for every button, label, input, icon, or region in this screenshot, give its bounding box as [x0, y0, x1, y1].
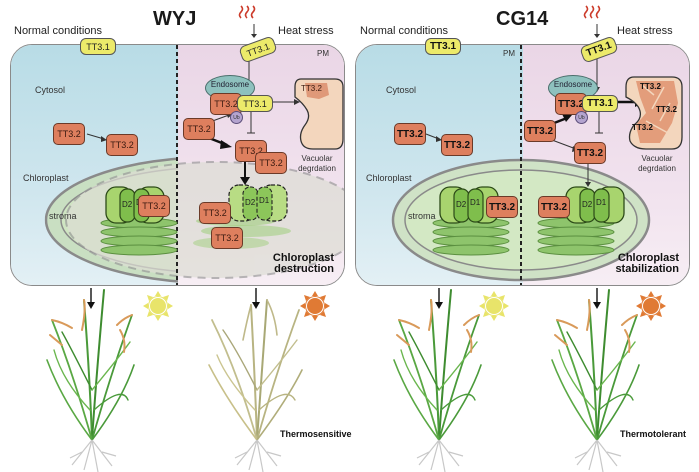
stroma-label: stroma	[49, 211, 77, 221]
tt32-protein: TT3.2	[441, 134, 473, 156]
sun-icon-normal	[143, 291, 173, 321]
chloroplast-outcome-label: Chloroplast destruction	[273, 253, 334, 275]
cytosol-label: Cytosol	[35, 85, 66, 95]
pm-label: PM	[503, 49, 515, 58]
tt32-protein: TT3.2	[394, 123, 426, 145]
tt32-protein: TT3.2	[106, 134, 138, 156]
sun-icon-heat	[636, 291, 666, 321]
rice-plant-healthy	[393, 289, 482, 472]
photosystem-complex	[565, 186, 625, 224]
pm-label: PM	[317, 49, 329, 58]
ubiquitin-icon: Ub	[230, 111, 243, 124]
panel-title-cg14: CG14	[496, 8, 549, 30]
vacuolar-line1: Vacuolar	[301, 154, 333, 163]
thylakoid-stack	[432, 217, 510, 256]
d2-label: D2	[456, 200, 467, 209]
vacuolar-line2: degrdation	[638, 164, 676, 173]
stroma-label: stroma	[408, 211, 436, 221]
normal-conditions-label: Normal conditions	[14, 25, 103, 37]
heat-waves-icon	[583, 5, 601, 19]
tt32-protein: TT3.2	[574, 142, 606, 164]
tt32-protein: TT3.2	[53, 123, 85, 145]
heat-waves-icon	[238, 5, 256, 19]
outcome-line2: stabilization	[615, 263, 679, 275]
thylakoid-stack	[537, 217, 615, 256]
photosystem-complex-damaged	[228, 184, 288, 222]
arrow-icon	[86, 133, 107, 142]
vacuole-tt32-label: TT3.2	[301, 84, 322, 93]
tt31-protein-pm: TT3.1	[425, 38, 461, 55]
heat-stress-label: Heat stress	[278, 25, 334, 37]
chloroplast-label: Chloroplast	[23, 173, 69, 183]
vacuole-tt32-label: TT3.2	[656, 105, 677, 114]
tt32-protein: TT3.2	[255, 152, 287, 174]
vacuolar-line1: Vacuolar	[641, 154, 673, 163]
outcome-line1: Chloroplast	[272, 252, 334, 264]
rice-plant-wilted	[208, 299, 303, 472]
d1-label: D1	[259, 196, 270, 205]
vacuole-tt32-label: TT3.2	[632, 123, 653, 132]
panel-title-wyj: WYJ	[153, 8, 197, 30]
d2-label: D2	[122, 200, 133, 209]
heat-stress-label: Heat stress	[617, 25, 673, 37]
vacuole	[625, 76, 683, 150]
sun-icon-heat	[300, 291, 330, 321]
chloroplast-label: Chloroplast	[366, 173, 412, 183]
tt31-protein-pm: TT3.1	[80, 38, 116, 55]
plants-row	[46, 288, 666, 472]
tt32-protein: TT3.2	[138, 195, 170, 217]
arrow-down-icon	[87, 288, 95, 309]
arrow-down-icon	[251, 24, 257, 38]
arrow-icon	[425, 133, 442, 142]
thermosensitive-label: Thermosensitive	[280, 429, 352, 439]
rice-plant-healthy	[46, 289, 135, 472]
d2-label: D2	[245, 198, 256, 207]
arrow-down-icon	[252, 288, 260, 309]
tt32-protein: TT3.2	[524, 120, 556, 142]
tt32-protein: TT3.2	[183, 118, 215, 140]
d1-label: D1	[596, 198, 607, 207]
vacuole	[294, 78, 344, 150]
d2-label: D2	[582, 200, 593, 209]
vacuolar-degradation-label: Vacuolar degrdation	[631, 154, 683, 174]
tt32-protein: TT3.2	[538, 196, 570, 218]
outcome-line2: destruction	[274, 263, 334, 275]
tt31-protein: TT3.1	[582, 95, 618, 112]
vacuole-tt32-label: TT3.2	[640, 82, 661, 91]
chloroplast-outcome-label: Chloroplast stabilization	[615, 253, 679, 275]
vacuolar-line2: degrdation	[298, 164, 336, 173]
cell-diagram-cg14: PM Cytosol Chloroplast stroma D2 D1 TT3.…	[355, 44, 690, 286]
normal-conditions-label: Normal conditions	[360, 25, 449, 37]
tt32-protein: TT3.2	[199, 202, 231, 224]
arrow-down-icon	[593, 288, 601, 309]
vacuolar-degradation-label: Vacuolar degrdation	[293, 154, 341, 174]
cytosol-label: Cytosol	[386, 85, 417, 95]
arrow-down-icon	[594, 24, 600, 38]
thylakoid-stack	[100, 217, 178, 256]
tt31-protein: TT3.1	[237, 95, 273, 112]
tt32-protein: TT3.2	[211, 227, 243, 249]
ubiquitin-icon: Ub	[575, 111, 588, 124]
arrow-down-icon	[435, 288, 443, 309]
rice-plant-healthy	[551, 289, 640, 472]
d1-label: D1	[470, 198, 481, 207]
sun-icon-normal	[479, 291, 509, 321]
tt32-protein: TT3.2	[486, 196, 518, 218]
thermotolerant-label: Thermotolerant	[620, 429, 687, 439]
cell-diagram-wyj: PM Cytosol Chloroplast stroma D2 D1 TT3.…	[10, 44, 345, 286]
outcome-line1: Chloroplast	[617, 252, 679, 264]
